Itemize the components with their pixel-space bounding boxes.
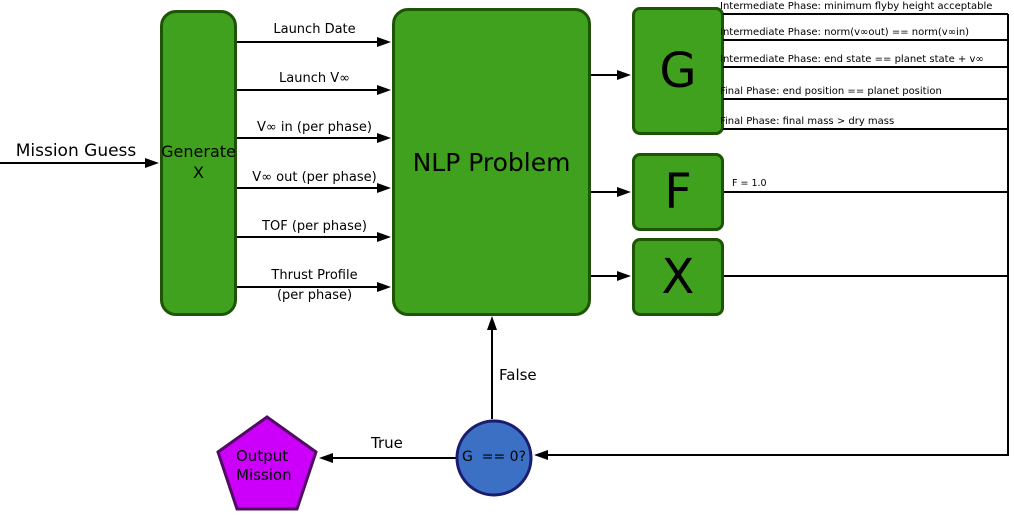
feedback-arrowhead	[534, 450, 548, 460]
nlp-problem-label: NLP Problem	[412, 147, 571, 177]
edge-label-vinf-in: V∞ in (per phase)	[257, 120, 372, 135]
generate-x-label-line1: Generate	[161, 142, 236, 162]
output-mission-label-line1: Output	[236, 447, 289, 465]
generate-x-node: Generate X	[160, 10, 237, 316]
constraint-label-3: Intermediate Phase: end state == planet …	[720, 54, 984, 65]
false-arrowhead	[487, 316, 497, 330]
x-output-node: X	[632, 238, 724, 316]
constraint-label-2: Intermediate Phase: norm(v∞out) == norm(…	[720, 27, 970, 38]
f-value-label: F = 1.0	[732, 178, 767, 189]
generate-x-label-line2: X	[193, 163, 204, 182]
edge-label-launch-vinf: Launch V∞	[279, 71, 350, 86]
edge-label-thrust-profile-2: (per phase)	[276, 288, 353, 303]
nlp-to-x-arrowhead	[617, 271, 631, 281]
f-output-node: F	[632, 153, 724, 231]
nlp-to-f-arrowhead	[617, 187, 631, 197]
edge-label-launch-date: Launch Date	[273, 22, 356, 37]
nlp-to-g-arrowhead	[617, 70, 631, 80]
x-output-label: X	[661, 249, 695, 305]
true-arrowhead	[319, 453, 333, 463]
constraint-label-1: Intermediate Phase: minimum flyby height…	[720, 1, 993, 12]
true-edge-label: True	[371, 434, 403, 452]
g-output-node: G	[632, 7, 724, 135]
g-output-label: G	[659, 43, 697, 99]
mission-guess-arrowhead	[145, 158, 159, 168]
edge-launch-vinf-arrowhead	[377, 85, 391, 95]
edge-label-vinf-out: V∞ out (per phase)	[252, 170, 377, 185]
constraint-label-4: Final Phase: end position == planet posi…	[720, 86, 942, 97]
edge-launch-date-arrowhead	[377, 37, 391, 47]
mission-guess-label: Mission Guess	[15, 141, 137, 161]
nlp-problem-node: NLP Problem	[392, 8, 591, 316]
constraint-label-5: Final Phase: final mass > dry mass	[720, 116, 895, 127]
feedback-bus-line	[547, 14, 1009, 456]
edge-label-thrust-profile: Thrust Profile	[271, 268, 358, 283]
f-output-label: F	[664, 164, 692, 220]
output-mission-label: Output Mission	[236, 447, 292, 485]
decision-label: G == 0?	[462, 449, 526, 465]
output-mission-label-line2: Mission	[236, 466, 292, 484]
false-edge-label: False	[499, 366, 537, 384]
edge-label-tof: TOF (per phase)	[262, 219, 367, 234]
